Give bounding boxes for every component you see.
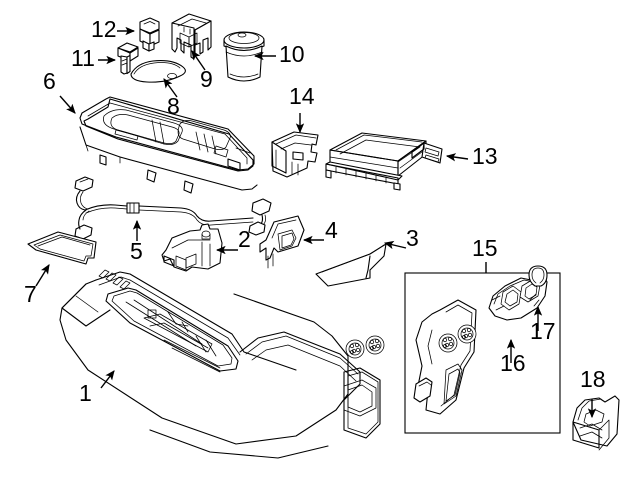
callout-label-4: 4	[325, 217, 338, 243]
callout-label-7: 7	[24, 281, 37, 307]
callout-label-8: 8	[167, 93, 180, 119]
callout-label-1: 1	[79, 380, 92, 406]
part-7-console-storage-mat	[27, 231, 97, 265]
part-1-center-console-body	[59, 269, 385, 459]
part-15-rear-console-panel-assembly	[404, 265, 561, 434]
part-14-console-mounting-bracket-rear	[271, 131, 319, 178]
part-2-console-bracket-support	[161, 223, 223, 272]
part-17-duct-sealing-ring-cap	[528, 265, 548, 287]
callout-label-6: 6	[43, 68, 56, 94]
part-12-retainer-clip	[139, 17, 160, 52]
part-18-rear-console-end-cap	[572, 395, 620, 451]
callout-label-14: 14	[289, 83, 315, 109]
callout-leaders	[35, 26, 597, 419]
part-8-shift-knob-trim-cover	[130, 60, 186, 83]
callout-label-11: 11	[71, 45, 95, 71]
callout-label-18: 18	[580, 366, 606, 392]
part-16-rear-air-duct-connector	[488, 273, 548, 321]
callout-label-17: 17	[530, 318, 556, 344]
callout-label-5: 5	[130, 238, 143, 264]
part-9-cup-holder-bracket	[171, 13, 212, 60]
callout-label-13: 13	[472, 143, 498, 169]
part-3-console-trim-insert-panel	[315, 243, 387, 287]
callout-label-12: 12	[91, 16, 117, 42]
part-5-console-wiring-harness	[74, 176, 272, 240]
part-6-upper-console-trim-frame	[79, 96, 258, 194]
part-15-vent-panel	[413, 299, 477, 415]
callout-label-3: 3	[406, 225, 419, 251]
part-13-control-module-ecu	[325, 132, 443, 191]
callout-label-16: 16	[500, 350, 526, 376]
callout-label-15: 15	[472, 235, 498, 261]
part-10-cup-holder-cup	[223, 31, 265, 82]
part-11-retainer-pin	[117, 42, 139, 75]
callout-label-9: 9	[200, 66, 213, 92]
callout-label-2: 2	[238, 226, 251, 252]
part-4-side-mounting-bracket	[259, 215, 305, 269]
callout-label-10: 10	[279, 41, 305, 67]
